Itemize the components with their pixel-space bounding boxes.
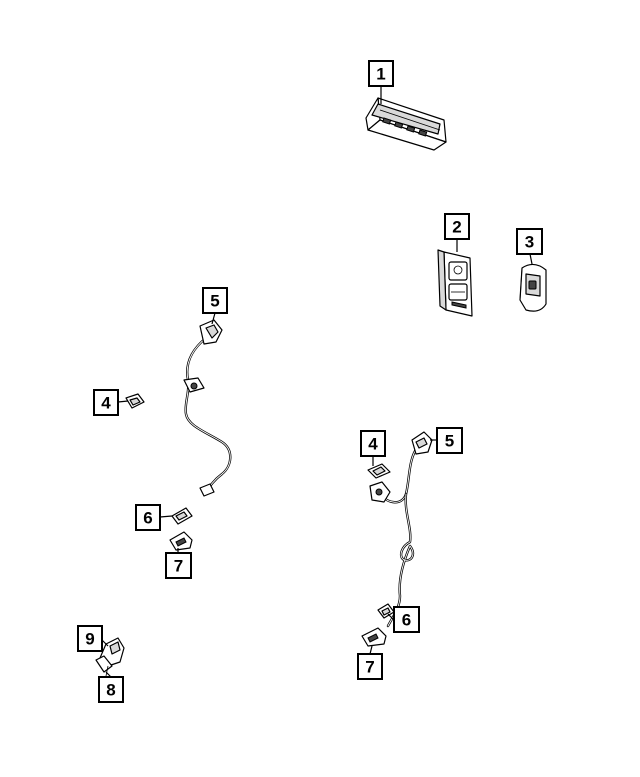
part-2-switch-bezel [437,249,473,317]
part-5-wiring-harness-left [183,319,232,497]
callout-7-left-label: 7 [174,557,183,576]
callout-8-label: 8 [106,681,115,700]
callout-4-right-label: 4 [368,435,378,454]
callout-5-right: 5 [436,427,463,454]
part-6-terminal-right [377,603,395,619]
callout-3-label: 3 [525,233,534,252]
part-7-housing-right [361,627,387,647]
part-6-terminal-left [171,507,193,525]
callout-6-left-label: 6 [143,509,152,528]
callout-7-right-label: 7 [365,658,374,677]
leader-lines [99,86,533,678]
callout-9: 9 [77,625,103,652]
part-4-connector-right [367,463,391,479]
part-7-housing-left [169,531,193,551]
callout-9-label: 9 [85,630,94,649]
callout-3: 3 [516,228,543,255]
callout-5-right-label: 5 [445,432,454,451]
part-4-connector-left [125,393,145,409]
callout-4-left: 4 [93,389,119,416]
part-5-wiring-harness-right [369,431,433,628]
part-3-key-fob [519,263,547,312]
callout-6-right-label: 6 [402,611,411,630]
callout-5-left-label: 5 [210,292,219,311]
callout-1-label: 1 [376,65,385,84]
callout-2: 2 [444,213,470,240]
part-8-9-sensor-assembly [95,637,125,677]
callout-4-left-label: 4 [101,394,111,413]
callout-8: 8 [98,676,124,703]
callout-7-right: 7 [357,653,383,680]
callout-1: 1 [368,60,394,87]
callout-7-left: 7 [165,552,192,579]
callout-6-right: 6 [393,606,420,633]
callout-5-left: 5 [202,287,228,314]
callout-2-label: 2 [452,218,461,237]
part-1-console-module [365,97,447,151]
callout-6-left: 6 [135,504,161,531]
callout-4-right: 4 [360,430,386,457]
